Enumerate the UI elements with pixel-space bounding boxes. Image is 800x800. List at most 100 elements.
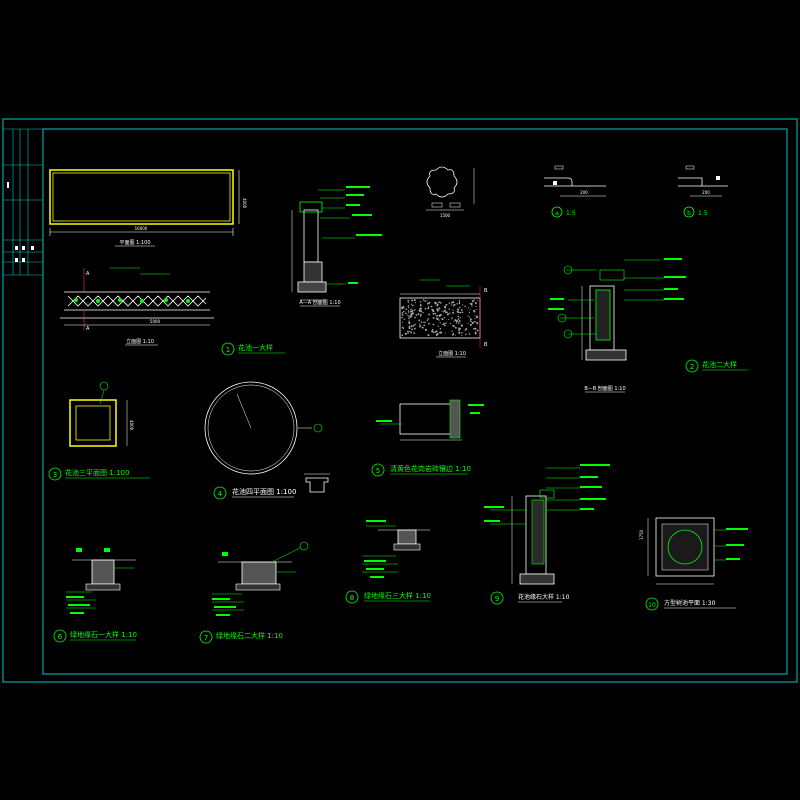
gravel-dot	[459, 311, 461, 314]
tree-pit-plan: 1750 10 方型树池平面 1:30	[639, 517, 748, 611]
title-1: 花池一大样	[238, 343, 273, 352]
title-5: 清黄色花岗岩砖镶边 1:10	[390, 464, 471, 473]
gravel-dot	[432, 331, 435, 334]
gravel-dot	[456, 302, 459, 305]
title-2: 花池二大样	[702, 360, 737, 369]
gravel-dot	[410, 314, 413, 318]
gravel-dot	[418, 319, 421, 322]
gravel-dot	[410, 331, 413, 334]
circle-num-9: 9	[495, 595, 499, 603]
gravel-dot	[407, 306, 410, 309]
gravel-dot	[465, 328, 468, 331]
gravel-dot	[414, 323, 417, 325]
gravel-dot	[407, 310, 410, 312]
gravel-dot	[426, 300, 428, 302]
gravel-dot	[428, 322, 430, 325]
section-bb: B—B 剖面图 1:10	[548, 258, 686, 393]
gravel-dot	[458, 320, 461, 322]
circle-num-3: 3	[53, 471, 57, 479]
gravel-dot	[408, 321, 411, 325]
detail-b: 200 b 1:5	[678, 165, 728, 218]
gravel-dot	[419, 310, 423, 313]
gravel-dot	[403, 306, 405, 309]
gravel-dot	[443, 316, 446, 319]
section-letter-b-top: B	[484, 288, 488, 294]
tree-height-dim: 1750	[639, 529, 644, 540]
gravel-dot	[425, 321, 427, 323]
title-3: 花池三平面图 1:100	[65, 468, 129, 477]
title-8: 绿地缘石三大样 1:10	[364, 591, 431, 600]
circle-num-5: 5	[376, 467, 380, 475]
circle-num-2: 2	[690, 363, 694, 371]
gravel-dot	[438, 307, 441, 310]
gravel-dot	[419, 325, 422, 327]
gravel-dot	[419, 301, 422, 303]
gravel-dot	[426, 302, 429, 305]
gravel-dot	[445, 311, 448, 314]
cap-detail	[304, 473, 330, 493]
gravel-dot	[436, 309, 439, 312]
square-plan: 4000 3 花池三平面图 1:100	[48, 381, 150, 481]
gravel-dot	[438, 319, 440, 321]
gravel-dot	[424, 307, 427, 310]
outer-frame	[2, 118, 798, 683]
section-letter-a-top: A	[86, 271, 90, 277]
gravel-dot	[458, 302, 461, 305]
b-width-dim: 200	[702, 190, 710, 195]
gravel-dot	[469, 309, 471, 311]
gravel-dot	[427, 318, 430, 320]
gravel-dot	[407, 299, 410, 302]
gravel-dot	[407, 330, 409, 333]
gravel-dot	[408, 318, 410, 320]
gravel-dot	[452, 305, 455, 307]
gravel-dot	[412, 324, 415, 327]
gravel-dot	[408, 317, 410, 319]
gravel-dot	[424, 300, 426, 302]
gravel-dot	[458, 300, 461, 302]
gravel-dot	[457, 322, 460, 324]
gravel-dot	[452, 332, 455, 335]
gravel-dot	[442, 323, 445, 326]
gravel-dot	[408, 312, 410, 314]
gravel-dot	[455, 320, 459, 323]
gravel-dot	[456, 308, 460, 311]
gravel-dot	[474, 315, 476, 317]
scale-b: 1:5	[698, 210, 708, 217]
gravel-dot	[471, 305, 473, 307]
gravel-dot	[413, 332, 415, 335]
gravel-dot	[441, 317, 444, 321]
aa-label: A—A 剖面图 1:10	[299, 299, 340, 306]
gravel-dot	[419, 323, 421, 325]
gravel-dot	[457, 318, 460, 320]
gravel-dot	[473, 309, 476, 312]
gravel-dot	[474, 332, 477, 335]
gravel-dot	[404, 332, 407, 335]
gravel-dot	[455, 334, 457, 336]
gravel-dot	[410, 308, 412, 310]
gravel-dot	[431, 330, 434, 333]
gravel-dot	[460, 324, 463, 327]
gravel-dot	[401, 321, 403, 323]
gravel-dot	[403, 310, 405, 313]
gravel-dot	[451, 330, 453, 332]
section-letter-b-bottom: B	[484, 342, 488, 348]
elevation-lattice-view: A A 5000 立面图 1:10	[60, 267, 214, 346]
gravel-dot	[445, 303, 448, 306]
gravel-dot	[438, 309, 440, 311]
gravel-dot	[418, 313, 420, 315]
gravel-dot	[454, 319, 457, 322]
gravel-dot	[454, 326, 457, 329]
gravel-dot	[407, 305, 410, 307]
gravel-dot	[474, 327, 477, 330]
gravel-dot	[441, 310, 443, 312]
gravel-dot	[473, 328, 475, 330]
gravel-dot	[439, 301, 442, 304]
gravel-dot	[436, 315, 439, 317]
gravel-dot	[418, 310, 421, 312]
circle-num-6: 6	[58, 633, 63, 641]
gravel-dot	[437, 325, 439, 327]
gravel-dot	[444, 305, 447, 308]
gravel-dot	[432, 323, 435, 326]
plan-width-dim: 16000	[135, 226, 148, 231]
gravel-dot	[431, 308, 434, 311]
